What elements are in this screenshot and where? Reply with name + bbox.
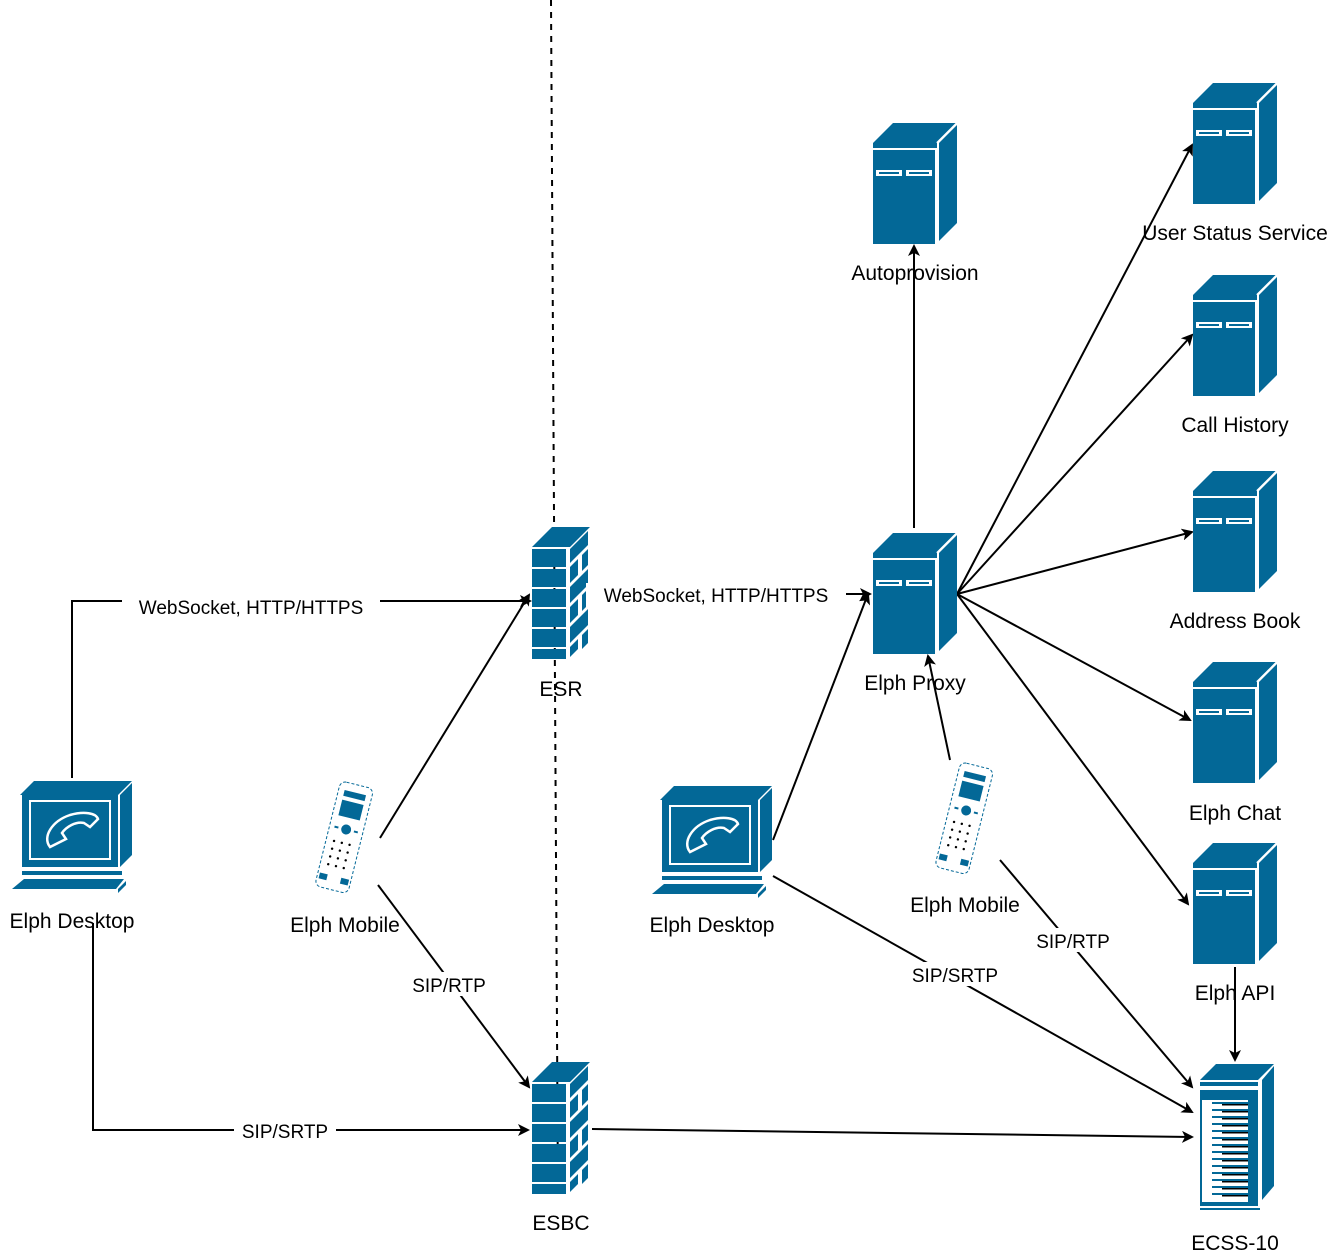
- node-call-history[interactable]: Call History: [1181, 274, 1289, 437]
- edge-label-mobile-right-ecss: SIP/RTP: [1028, 928, 1118, 953]
- edge-proxy-to-user-status: [956, 143, 1193, 595]
- edge-mobile-right-to-ecss: [999, 859, 1194, 1089]
- edge-label-text: SIP/RTP: [412, 976, 486, 997]
- node-elph-chat[interactable]: Elph Chat: [1189, 661, 1281, 825]
- edge-mobile-left-to-esr: [379, 593, 531, 839]
- edge-proxy-to-call-history: [956, 333, 1194, 595]
- node-label: ESR: [539, 678, 582, 701]
- node-user-status-service[interactable]: User Status Service: [1142, 82, 1328, 245]
- edge-label-desktop-mid-ecss: SIP/SRTP: [903, 962, 1007, 987]
- edge-label-desktop-left-esbc: SIP/SRTP: [234, 1119, 336, 1143]
- node-ecss-10[interactable]: ECSS-10: [1191, 1064, 1279, 1255]
- node-label: ESBC: [532, 1212, 589, 1235]
- node-elph-desktop-mid[interactable]: Elph Desktop: [650, 784, 775, 937]
- node-elph-proxy[interactable]: Elph Proxy: [864, 532, 966, 695]
- edge-proxy-to-elph-chat: [956, 593, 1192, 721]
- node-label: Call History: [1181, 414, 1289, 437]
- edge-label-text: SIP/RTP: [1036, 932, 1110, 953]
- server-icon: [1192, 842, 1278, 965]
- node-label: Elph Mobile: [290, 914, 400, 937]
- server-icon: [1192, 82, 1278, 205]
- firewall-icon: [532, 1062, 590, 1194]
- edge-desktop-mid-to-ecss: [772, 875, 1194, 1113]
- edge-desktop-mid-to-proxy: [772, 592, 870, 841]
- firewall-icon: [532, 527, 590, 659]
- node-address-book[interactable]: Address Book: [1170, 470, 1301, 633]
- edge-proxy-to-address-book: [956, 528, 1194, 595]
- mobile-phone-icon: [314, 780, 375, 895]
- mobile-phone-icon: [934, 761, 995, 876]
- server-icon: [1192, 470, 1278, 593]
- server-icon: [872, 532, 958, 655]
- switch-rack-icon: [1200, 1064, 1274, 1210]
- node-label: Elph Desktop: [650, 914, 775, 937]
- node-label: Elph Mobile: [910, 894, 1020, 917]
- edge-label-esr-proxy: WebSocket, HTTP/HTTPS: [586, 583, 846, 607]
- node-label: Elph Chat: [1189, 802, 1281, 825]
- ip-softphone-icon: [650, 784, 774, 900]
- node-elph-mobile-left[interactable]: Elph Mobile: [290, 780, 400, 937]
- node-label: Address Book: [1170, 610, 1301, 633]
- edge-label-desktop-left-esr: WebSocket, HTTP/HTTPS: [122, 592, 380, 619]
- node-label: Elph Desktop: [10, 910, 135, 933]
- node-esbc[interactable]: ESBC: [532, 1062, 590, 1235]
- edge-mobile-right-to-proxy: [924, 654, 951, 761]
- node-elph-mobile-right[interactable]: Elph Mobile: [910, 761, 1020, 917]
- node-label: ECSS-10: [1191, 1232, 1279, 1255]
- server-icon: [1192, 661, 1278, 784]
- node-label: Autoprovision: [851, 262, 978, 285]
- edge-label-text: WebSocket, HTTP/HTTPS: [139, 598, 364, 619]
- edge-label-text: SIP/SRTP: [912, 966, 998, 987]
- edge-label-text: WebSocket, HTTP/HTTPS: [604, 586, 829, 607]
- node-label: Elph API: [1195, 982, 1276, 1005]
- node-elph-api[interactable]: Elph API: [1192, 842, 1278, 1005]
- node-label: Elph Proxy: [864, 672, 966, 695]
- server-icon: [872, 122, 958, 245]
- node-esr[interactable]: ESR: [532, 527, 590, 701]
- edge-proxy-to-elph-api: [956, 593, 1190, 906]
- edge-desktop-left-to-esr: [71, 595, 532, 778]
- edge-label-text: SIP/SRTP: [242, 1122, 328, 1143]
- edge-desktop-left-to-esbc: [92, 923, 530, 1136]
- node-label: User Status Service: [1142, 222, 1328, 245]
- node-autoprovision[interactable]: Autoprovision: [851, 122, 979, 285]
- node-elph-desktop-left[interactable]: Elph Desktop: [10, 779, 135, 933]
- edge-label-mobile-left-esbc: SIP/RTP: [404, 972, 494, 997]
- edge-esbc-to-ecss: [591, 1128, 1194, 1143]
- server-icon: [1192, 274, 1278, 397]
- ip-softphone-icon: [10, 779, 134, 895]
